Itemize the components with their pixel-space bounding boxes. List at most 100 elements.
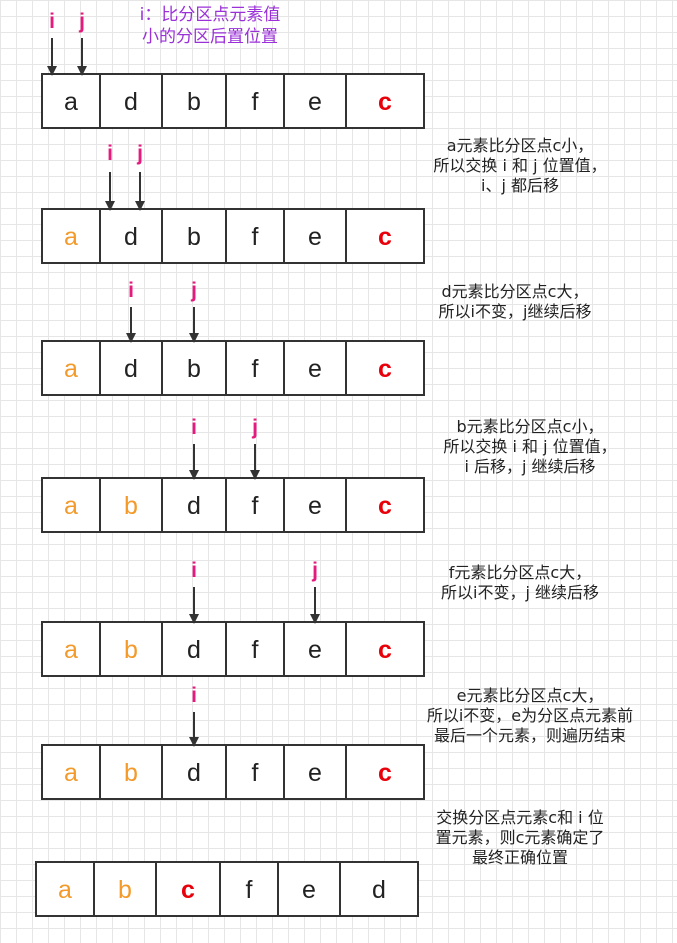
legend: i：比分区点元素值 小的分区后置位置 (120, 4, 300, 48)
pointer-j-label: j (311, 559, 318, 582)
array-cell-value: d (124, 355, 138, 383)
array-cell-value: f (252, 88, 259, 116)
step-note-line: 置元素，则c元素确定了 (435, 828, 605, 847)
array-cell-value: e (308, 88, 322, 116)
array-cell (339, 861, 419, 917)
array-cell (99, 477, 163, 533)
pointer-j-label: j (190, 279, 197, 302)
array-cell-value: d (124, 88, 138, 116)
array-cell-value: d (187, 636, 201, 664)
legend-line-2: 小的分区后置位置 (142, 27, 278, 47)
array-cell-value: b (187, 355, 201, 383)
array-cell-value: a (64, 636, 78, 664)
array-cell (99, 340, 163, 396)
step-note-line: 所以交换 i 和 j 位置值， (433, 156, 607, 175)
array-cell-value: f (252, 759, 259, 787)
array-cell-value: c (378, 636, 392, 664)
array-cell-value: a (64, 759, 78, 787)
array-cell-value: f (252, 492, 259, 520)
pointer-i-label: i (191, 416, 197, 439)
pointer-i-label: i (107, 142, 113, 165)
array-cell (99, 621, 163, 677)
array-cell (345, 208, 425, 264)
step-note-line: i 后移，j 继续后移 (464, 457, 596, 476)
step-note-line: a元素比分区点c小， (446, 136, 594, 155)
pointer-i-label: i (191, 684, 197, 707)
array-cell (345, 744, 425, 800)
step-note-line: f元素比分区点c大， (448, 563, 592, 582)
step-note-line: 交换分区点元素c和 i 位 (436, 808, 604, 827)
array-cell-value: e (308, 492, 322, 520)
array-cell-value: f (252, 223, 259, 251)
step-note-7: 交换分区点元素c和 i 位置元素，则c元素确定了最终正确位置 (420, 808, 620, 868)
array-cell-value: a (58, 876, 72, 904)
array-cell-value: b (124, 636, 138, 664)
array-cell-value: b (124, 759, 138, 787)
array-cell-value: a (64, 355, 78, 383)
array-cell (41, 208, 101, 264)
array-cell (41, 621, 101, 677)
array-cell-value: b (187, 223, 201, 251)
pointer-j-label: j (78, 10, 85, 33)
array-cell (283, 477, 347, 533)
step-note-5: f元素比分区点c大，所以i不变，j 继续后移 (420, 563, 620, 603)
array-cell (41, 340, 101, 396)
array-cell-value: f (252, 636, 259, 664)
step-note-line: d元素比分区点c大， (441, 282, 589, 301)
array-cell (161, 477, 227, 533)
array-cell-value: a (64, 492, 78, 520)
pointer-j-label: j (251, 416, 258, 439)
step-note-line: 所以交换 i 和 j 位置值， (443, 437, 617, 456)
array-cell (345, 621, 425, 677)
array-cell-value: e (302, 876, 316, 904)
array-cell-value: c (378, 355, 392, 383)
array-cell (225, 340, 285, 396)
array-cell-value: d (372, 876, 386, 904)
array-cell (283, 73, 347, 129)
step-note-line: 所以i不变，e为分区点元素前 (426, 706, 634, 725)
array-cell-value: e (308, 636, 322, 664)
array-cell-value: c (378, 492, 392, 520)
pointer-i-label: i (191, 559, 197, 582)
array-cell (41, 744, 101, 800)
step-note-line: i、j 都后移 (481, 176, 559, 195)
step-note-2: a元素比分区点c小，所以交换 i 和 j 位置值，i、j 都后移 (420, 136, 620, 196)
array-cell-value: b (118, 876, 132, 904)
array-cell-value: c (181, 876, 195, 904)
legend-line-1: i：比分区点元素值 (139, 5, 281, 25)
step-note-line: 最后一个元素，则遍历结束 (433, 726, 626, 745)
step-note-line: e元素比分区点c大， (456, 686, 604, 705)
array-cell-value: c (378, 759, 392, 787)
array-cell (345, 73, 425, 129)
array-cell (41, 477, 101, 533)
pointer-i-label: i (49, 10, 55, 33)
array-cell-value: a (64, 223, 78, 251)
array-cell-value: d (187, 759, 201, 787)
step-note-4: b元素比分区点c小，所以交换 i 和 j 位置值，i 后移，j 继续后移 (430, 417, 630, 477)
array-cell-value: b (124, 492, 138, 520)
array-cell (35, 861, 95, 917)
array-cell-value: e (308, 223, 322, 251)
pointer-j-label: j (136, 142, 143, 165)
array-cell (155, 861, 221, 917)
step-note-6: e元素比分区点c大，所以i不变，e为分区点元素前最后一个元素，则遍历结束 (415, 686, 645, 746)
array-cell-value: d (124, 223, 138, 251)
step-note-3: d元素比分区点c大，所以i不变，j继续后移 (430, 282, 600, 322)
array-cell-value: c (378, 88, 392, 116)
array-cell-value: b (187, 88, 201, 116)
step-note-line: 所以i不变，j继续后移 (438, 302, 592, 321)
array-cell (283, 208, 347, 264)
array-cell-value: e (308, 355, 322, 383)
array-cell (225, 477, 285, 533)
step-note-line: b元素比分区点c小， (456, 417, 604, 436)
array-cell-value: d (187, 492, 201, 520)
array-cell-value: a (64, 88, 78, 116)
